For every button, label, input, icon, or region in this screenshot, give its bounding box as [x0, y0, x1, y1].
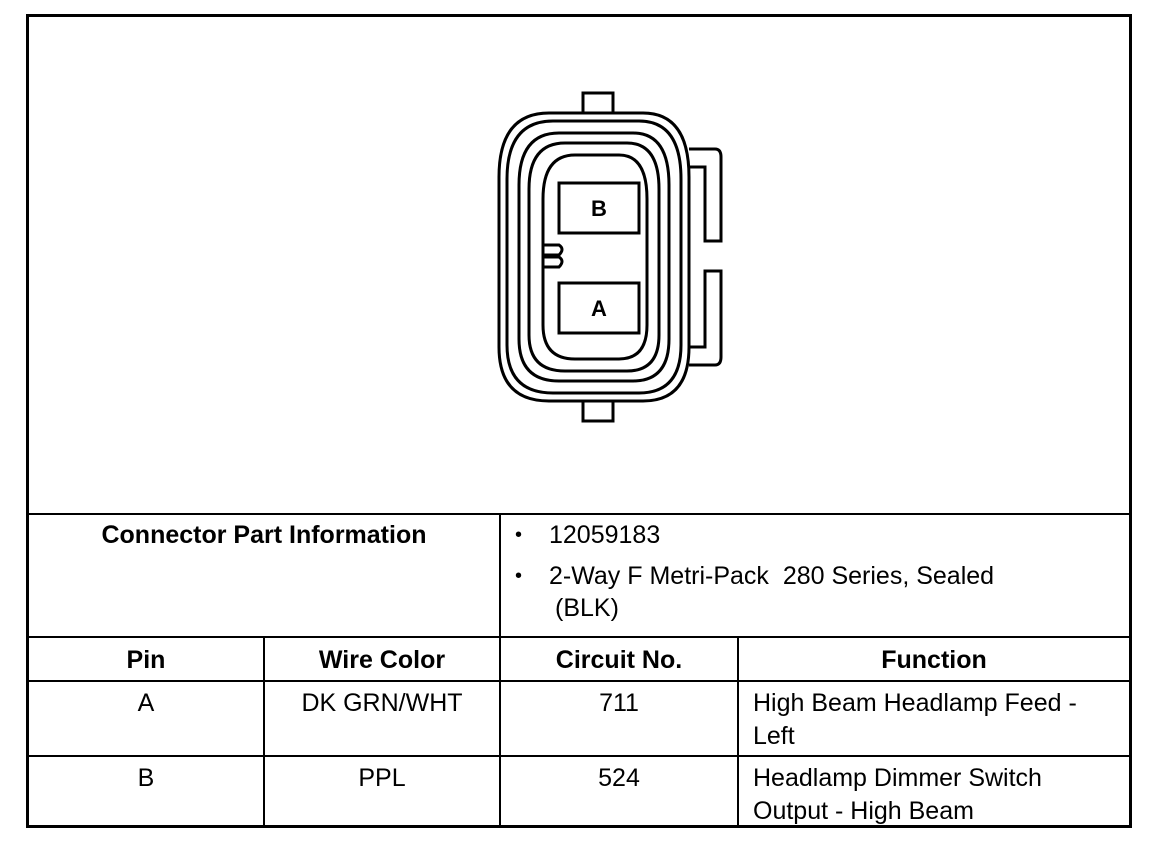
row-a-function-line2: Left — [753, 722, 795, 750]
connector-face-drawing: B A — [497, 91, 723, 423]
pin-a-label: A — [591, 296, 607, 321]
row-a-pin: A — [137, 689, 155, 717]
connector-drawing-area: B A — [29, 17, 1129, 513]
bullet-icon: • — [515, 565, 523, 587]
header-function: Function — [881, 646, 987, 674]
row-b-wire-color: PPL — [358, 764, 406, 792]
housing-ring-2 — [505, 119, 683, 395]
inner-cavity-outline — [541, 153, 649, 361]
lock-clip-lower — [689, 269, 723, 367]
row-b-pin: B — [137, 764, 155, 792]
row-a-function: High Beam Headlamp Feed - Left — [753, 687, 1129, 753]
row-a-function-line1: High Beam Headlamp Feed - — [753, 689, 1077, 717]
header-wire-color: Wire Color — [318, 646, 446, 674]
row-b-function-line1: Headlamp Dimmer Switch — [753, 764, 1042, 792]
divider-row-a-b — [29, 755, 1129, 757]
divider-info-table — [29, 636, 1129, 638]
outer-housing-outline — [497, 111, 691, 403]
divider-function-column — [737, 636, 739, 825]
header-circuit-no: Circuit No. — [555, 646, 683, 674]
part-number: 12059183 — [549, 521, 661, 549]
header-pin: Pin — [126, 646, 166, 674]
divider-info-column — [499, 513, 501, 825]
housing-ring-4 — [527, 141, 661, 373]
connector-description: 2-Way F Metri-Pack 280 Series, Sealed — [549, 562, 995, 590]
lock-clip-upper — [689, 147, 723, 243]
pin-a-cavity — [557, 281, 641, 335]
connector-sheet: B A Connector Part Information • 1205918… — [26, 14, 1132, 828]
divider-pin-column — [263, 636, 265, 825]
polarizing-rib — [543, 243, 564, 269]
bottom-latch-tab — [581, 399, 615, 423]
row-b-circuit: 524 — [598, 764, 640, 792]
row-b-function-line2: Output - High Beam — [753, 797, 974, 825]
connector-color: (BLK) — [555, 594, 619, 622]
row-a-circuit: 711 — [599, 689, 639, 717]
pin-b-label: B — [591, 196, 607, 221]
part-info-heading: Connector Part Information — [101, 521, 427, 549]
bullet-icon: • — [515, 524, 523, 546]
divider-header-row — [29, 680, 1129, 682]
pin-b-cavity — [557, 181, 641, 235]
divider-drawing-info — [29, 513, 1129, 515]
row-a-wire-color: DK GRN/WHT — [301, 689, 463, 717]
row-b-function: Headlamp Dimmer Switch Output - High Bea… — [753, 762, 1129, 828]
housing-ring-3 — [517, 131, 671, 383]
